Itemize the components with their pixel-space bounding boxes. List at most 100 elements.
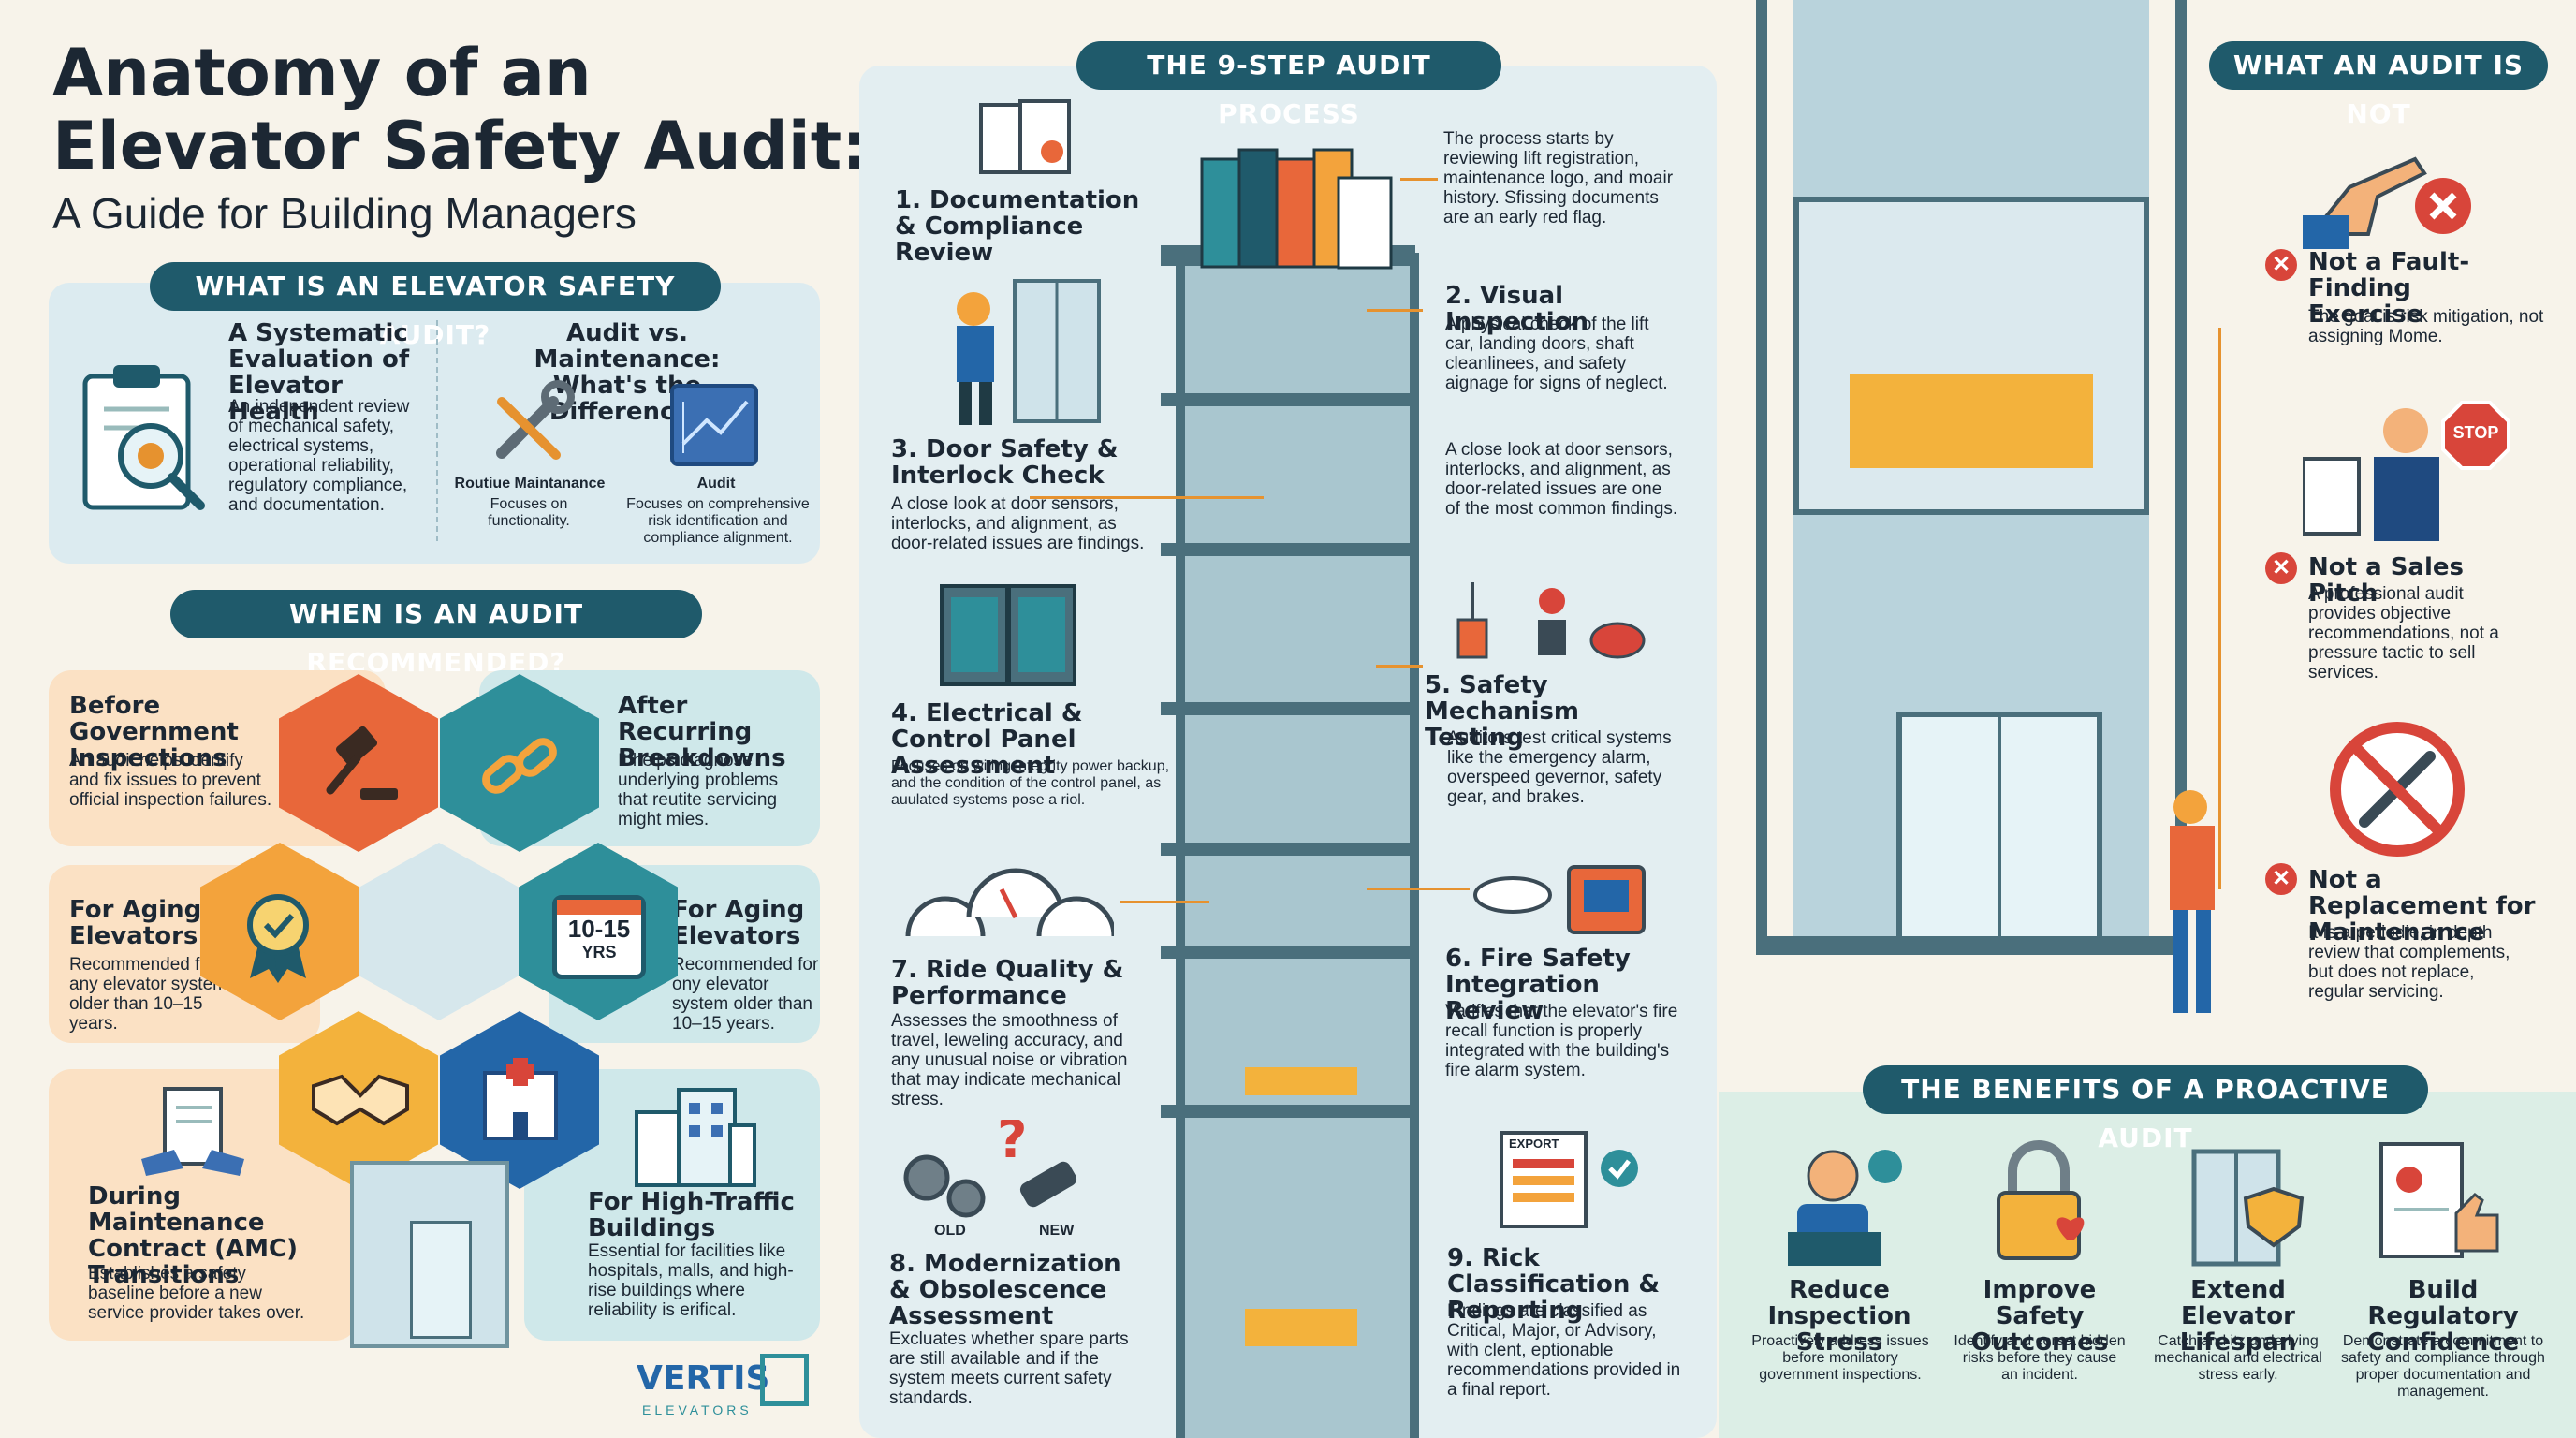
step-4-text: Focuses on witing integrity power backup…	[891, 758, 1170, 808]
new-label: NEW	[1039, 1223, 1075, 1239]
no-tools-icon	[2327, 719, 2467, 859]
svg-text:?: ?	[997, 1120, 1027, 1170]
step-3-text: A close look at door sensors, interlocks…	[891, 494, 1145, 553]
technician-figure	[2144, 786, 2228, 1020]
step-8-text: Excluates whether spare parts are still …	[889, 1329, 1129, 1408]
certificate-thumbs-icon	[2372, 1138, 2503, 1269]
blueprint-icon	[665, 378, 768, 472]
binders-illustration	[1198, 140, 1395, 271]
not-header: WHAT AN AUDIT IS NOT	[2209, 41, 2548, 129]
not-2-x-icon: ✕	[2265, 552, 2297, 584]
benefit-2-title: Improve Safety Outcomes	[1970, 1276, 2109, 1357]
when-4-text: Recommended for ony elevator system olde…	[672, 955, 819, 1034]
step-7-title: 7. Ride Quality & Performance	[891, 956, 1124, 1010]
award-ribbon-icon	[236, 889, 320, 983]
step-6-text: Varifies that the elevator's fire recall…	[1445, 1002, 1678, 1080]
stop-sign-label: STOP	[2452, 423, 2499, 442]
step-7-text: Assesses the smoothness of travel, lewel…	[891, 1011, 1128, 1109]
stress-person-icon	[1769, 1138, 1910, 1269]
page-subtitle: A Guide for Building Managers	[52, 189, 637, 238]
pointing-hand-icon	[2303, 122, 2490, 253]
gavel-icon	[312, 721, 405, 814]
handshake-icon	[309, 1058, 412, 1142]
step-9-text: Findings are classified as Critical, Maj…	[1447, 1301, 1681, 1400]
not-2-title: Not a Sales Pitch	[2308, 553, 2464, 608]
audit-label: Audit	[696, 476, 736, 492]
clipboard-icon	[71, 358, 212, 517]
when-1-title: Before Government Inspections	[69, 692, 239, 772]
gavel-hex	[279, 674, 438, 852]
page-title-line2: Elevator Safety Audit:	[52, 108, 869, 184]
step-3-detail-text: A close look at door sensors, interlocks…	[1445, 440, 1678, 519]
leader-step3	[1030, 496, 1264, 499]
when-3-title: For Aging Elevators	[69, 896, 202, 950]
calendar-years: 10-15	[567, 915, 631, 943]
not-connector	[2209, 328, 2221, 889]
not-1-title: Not a Fault-Finding Exercise	[2308, 248, 2470, 329]
step-5-title: 5. Safety Mechanism Testing	[1425, 671, 1579, 752]
elevator-shield-icon	[2185, 1133, 2306, 1269]
when-6-text: Essential for facilities like hospitals,…	[588, 1241, 794, 1320]
shaft-floor-5	[1161, 843, 1415, 856]
step-2-text: A physical check of the lift car, landin…	[1445, 315, 1668, 393]
benefit-2-text: Identify and corset hidden risks before …	[1954, 1333, 2126, 1383]
step-1-title: 1. Documentation & Compliance Review	[895, 186, 1140, 267]
not-2-text: A professional audit provides objective …	[2308, 584, 2499, 682]
process-header: THE 9-STEP AUDIT PROCESS	[1076, 41, 1501, 129]
when-5-text: Establishes a safety baseline before a n…	[88, 1264, 305, 1323]
small-elevator-illustration	[350, 1161, 509, 1348]
old-label: OLD	[934, 1223, 966, 1239]
step-6-title: 6. Fire Safety Integration Review	[1445, 945, 1631, 1025]
leader-step7	[1120, 901, 1209, 903]
broken-chain-icon	[473, 721, 566, 814]
leader-step5	[1376, 665, 1423, 668]
cab-floor-orange	[1245, 1067, 1357, 1095]
gauges-illustration	[899, 852, 1117, 946]
large-elevator-illustration	[1756, 0, 2187, 955]
when-6-title: For High-Traffic Buildings	[588, 1188, 795, 1242]
salesman-stop-icon: STOP	[2301, 393, 2518, 543]
shaft-floor-4	[1161, 702, 1415, 715]
not-1-text: The goal is risk mitigation, not assigni…	[2308, 307, 2544, 346]
not-1-x-icon: ✕	[2265, 249, 2297, 281]
vertis-logo: VERTIS ELEVATORS	[637, 1354, 814, 1429]
step-5-text: Auditors test critical systems like the …	[1447, 728, 1672, 807]
benefit-1-text: Proactively address issues before monila…	[1751, 1333, 1929, 1383]
calendar-unit: YRS	[581, 943, 617, 961]
step-2-title: 2. Visual Inspection	[1445, 282, 1589, 336]
shaft-floor-7	[1161, 1105, 1415, 1118]
leader-step6	[1367, 888, 1470, 890]
not-3-text: It is a periodie, in depth review that c…	[2308, 923, 2510, 1002]
page-title-line1: Anatomy of an	[52, 35, 592, 111]
vertis-logo-sub: ELEVATORS	[642, 1402, 753, 1417]
not-3-x-icon: ✕	[2265, 863, 2297, 895]
buildings-icon	[627, 1084, 758, 1187]
step-1-text: The process starts by reviewing lift reg…	[1443, 129, 1674, 227]
maint-label: Routiue Maintanance	[454, 476, 606, 492]
benefits-header: THE BENEFITS OF A PROACTIVE AUDIT	[1863, 1065, 2428, 1153]
step-3-title: 3. Door Safety & Interlock Check	[891, 435, 1119, 490]
center-hex	[359, 843, 519, 1020]
step-4-title: 4. Electrical & Control Panel Assessment	[891, 699, 1083, 780]
padlock-heart-icon	[1984, 1138, 2097, 1269]
calendar-icon: 10-15 YRS	[552, 895, 646, 979]
when-2-text: It helps diagnose underlying problems th…	[618, 751, 779, 829]
leader-step1	[1400, 178, 1438, 181]
when-3-text: Recommended for any elevator system olde…	[69, 955, 227, 1034]
what-is-header: WHAT IS AN ELEVATOR SAFETY AUDIT?	[150, 262, 721, 350]
when-4-title: For Aging Elevators	[672, 896, 805, 950]
step-8-title: 8. Modernization & Obsolescence Assessme…	[889, 1250, 1121, 1330]
inspector-figure	[936, 271, 1105, 431]
step-9-title: 9. Rick Classification & Reporting	[1447, 1244, 1661, 1325]
contract-icon	[137, 1084, 249, 1178]
shaft-floor-3	[1161, 543, 1415, 556]
maint-text: Focuses on functionality.	[488, 496, 570, 529]
not-3-title: Not a Replacement for Maintenance	[2308, 866, 2536, 946]
shaft-floor-2	[1161, 393, 1415, 406]
hospital-icon	[476, 1054, 565, 1144]
gears-illustration: ?	[899, 1109, 1086, 1223]
benefit-1-title: Reduce Inspection Stress	[1767, 1276, 1911, 1357]
export-report-icon: EXPORT	[1492, 1123, 1642, 1236]
what-is-heading: A Systematic Evaluation of Elevator Heal…	[228, 319, 410, 426]
documents-icon	[973, 97, 1076, 182]
